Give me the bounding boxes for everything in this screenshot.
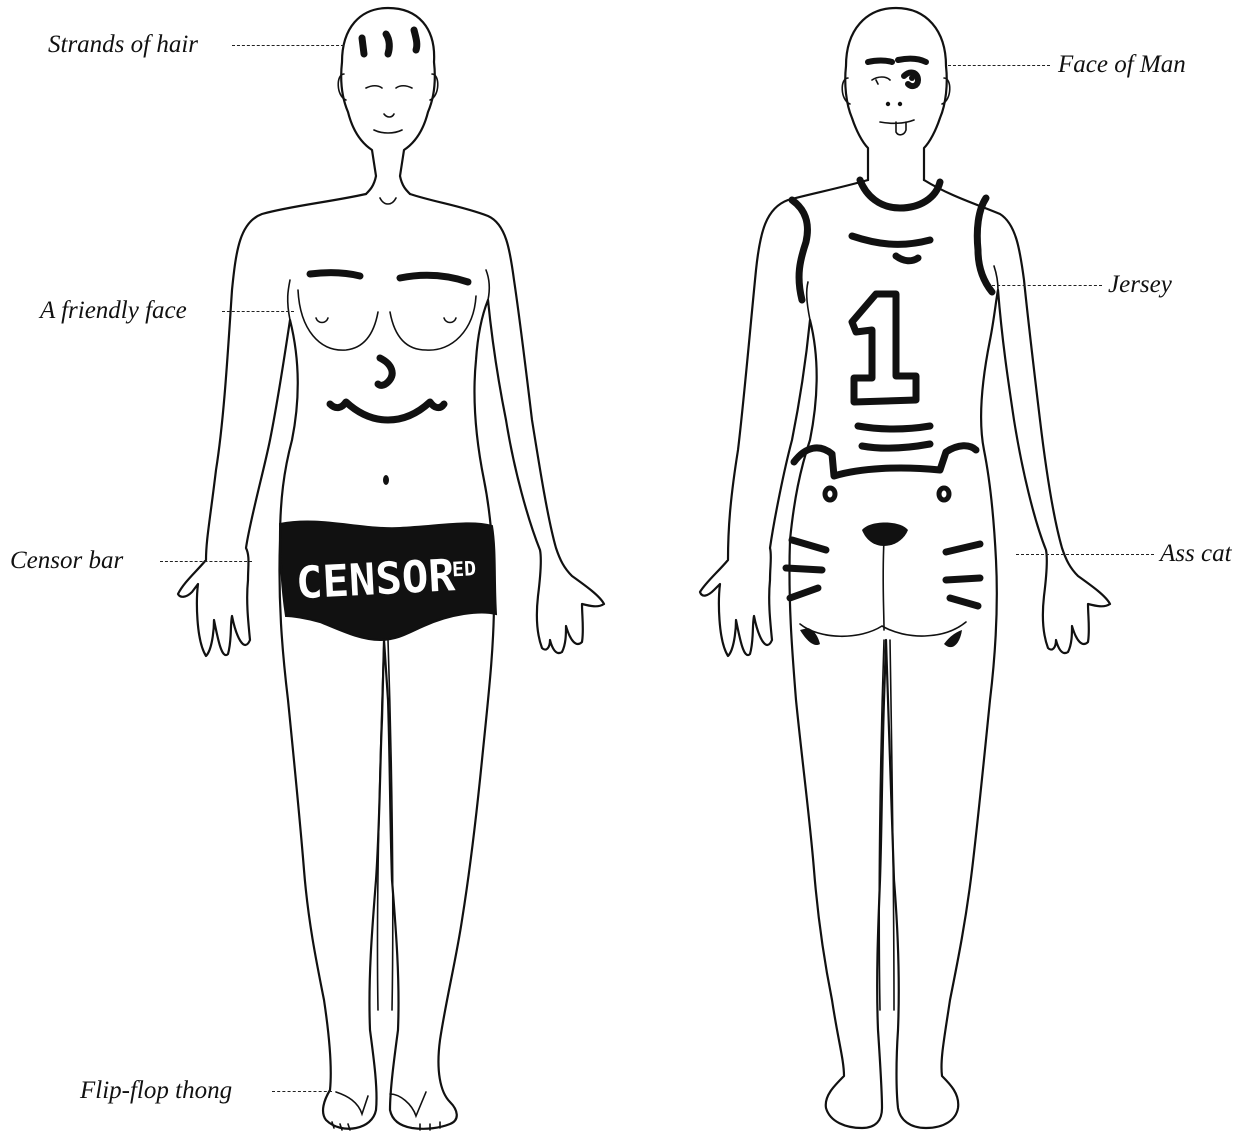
back-figure: 1 [0, 0, 1110, 1128]
label-strands-of-hair: Strands of hair [48, 32, 198, 57]
censor-bar-text: CENSOR [295, 550, 457, 609]
jersey-back-mark [852, 236, 930, 244]
man-nostril-right [898, 102, 902, 106]
cat-whisker-left-2 [786, 568, 822, 570]
front-inner-arm-left [288, 280, 290, 320]
hair-strand-1 [362, 38, 364, 54]
censor-bar-suffix: ED [451, 556, 476, 581]
leader-censor-bar [160, 561, 252, 562]
front-mouth [374, 130, 402, 133]
friendly-face-nose [378, 358, 392, 385]
front-inner-arm-right [486, 270, 489, 300]
man-eye-left [872, 77, 890, 84]
cat-whisker-left-3 [790, 588, 818, 598]
jersey-collar [860, 180, 940, 208]
back-body-outline [700, 180, 1110, 1128]
front-chest-right [390, 296, 476, 350]
label-ass-cat: Ass cat [1160, 541, 1232, 566]
back-inner-arm-left [807, 282, 810, 320]
front-neck-notch [380, 198, 396, 204]
hair-strand-2 [386, 34, 389, 54]
label-flip-flop-thong: Flip-flop thong [80, 1078, 232, 1103]
friendly-face-brow-right [400, 275, 468, 282]
back-head-outline [845, 8, 947, 180]
front-nose [384, 114, 394, 117]
cat-eye-left [825, 488, 835, 500]
cat-nose [862, 523, 908, 547]
leader-strands-of-hair [232, 45, 344, 46]
friendly-face-smile [330, 402, 444, 420]
jersey-hem-mark-2 [862, 444, 930, 448]
leader-friendly-face [222, 311, 294, 312]
front-eye-right [396, 86, 412, 88]
back-inner-arm-right [994, 266, 998, 290]
front-nipple-right [444, 318, 456, 323]
jersey-armhole-left [792, 200, 807, 300]
label-face-of-man: Face of Man [1058, 52, 1186, 77]
cat-paw-left [800, 628, 820, 645]
front-figure: CENSOR ED [178, 8, 604, 1130]
leader-face-of-man [948, 65, 1050, 66]
cat-whisker-right-3 [950, 598, 978, 606]
label-jersey: Jersey [1108, 272, 1172, 297]
friendly-face-brow-left [310, 273, 360, 276]
flip-flop-thong-right [390, 1092, 426, 1116]
jersey-back-mark-2 [896, 256, 918, 261]
man-mouth [880, 120, 914, 123]
front-chest-left [298, 290, 378, 350]
leader-flip-flop-thong [272, 1091, 332, 1092]
jersey-number-shape [852, 294, 916, 402]
man-eye-right-pupil [909, 75, 915, 81]
label-friendly-face: A friendly face [40, 298, 187, 323]
jersey-armhole-right [977, 198, 992, 292]
back-spine-line [883, 540, 884, 630]
man-brow-right [898, 59, 926, 62]
man-nostril-left [886, 102, 890, 106]
front-eye-left [366, 86, 382, 88]
jersey-hem-mark [858, 426, 930, 429]
cat-whisker-right-1 [946, 544, 980, 552]
man-brow-left [868, 61, 892, 63]
front-navel [383, 475, 389, 485]
label-censor-bar: Censor bar [10, 548, 123, 573]
leader-jersey [992, 285, 1102, 286]
cat-whisker-left-1 [792, 540, 826, 550]
back-buttocks [800, 622, 966, 636]
cat-whisker-right-2 [946, 578, 980, 580]
cat-eye-right [939, 488, 949, 500]
leader-ass-cat [1016, 554, 1154, 555]
flip-flop-thong-left [336, 1092, 368, 1114]
jersey-number: 1 [0, 0, 1, 1]
front-nipple-left [316, 318, 328, 323]
hair-strand-3 [414, 30, 417, 50]
front-body-outline [178, 194, 604, 1129]
